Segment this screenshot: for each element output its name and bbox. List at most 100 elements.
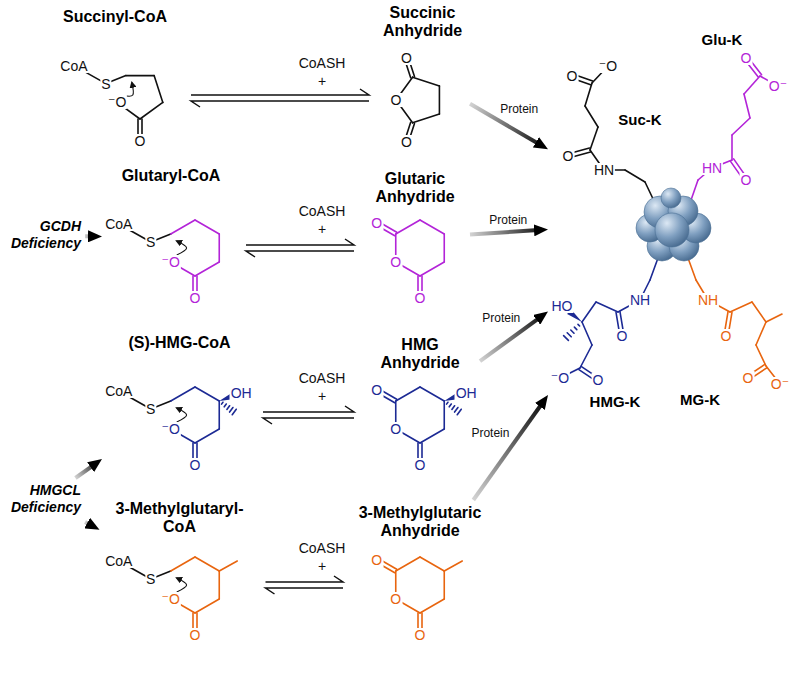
bond: [195, 557, 219, 571]
atom-label: O: [592, 373, 605, 387]
atom-label: S: [145, 402, 156, 416]
atom-label: O: [414, 628, 427, 642]
bond: [413, 114, 440, 123]
bond: [222, 402, 237, 414]
product-label: HMG-K: [590, 393, 641, 411]
reaction-arrow: [85, 234, 96, 238]
bond: [171, 557, 195, 571]
bond: [439, 86, 441, 114]
bond: [625, 170, 645, 182]
bond: [688, 258, 696, 280]
compound-name: Glutaric Anhydride: [375, 170, 454, 206]
compound-node: 3-Methylglutaryl-CoA: [100, 496, 260, 650]
compound-name: Glutaryl-CoA: [122, 167, 221, 185]
bond: [218, 571, 220, 599]
compound-name: HMG Anhydride: [380, 336, 459, 372]
atom-label: O: [134, 134, 147, 148]
atom-label: +: [317, 559, 327, 573]
compound-name: 3-Methylglutaric Anhydride: [354, 504, 486, 540]
atom-label: O: [740, 51, 753, 65]
bond: [443, 401, 445, 429]
bond: [195, 387, 219, 401]
deficiency-node: HMGCL Deficiency: [4, 478, 85, 522]
modified-protein: Suc-KGlu-KHMG-KMG-K: [548, 28, 795, 415]
edge-label: Protein: [469, 427, 511, 440]
atom-label: O: [742, 371, 755, 385]
atom-label: O: [189, 291, 202, 305]
bond: [195, 220, 219, 234]
bond: [420, 557, 444, 571]
atom-label: O: [414, 458, 427, 472]
bond: [447, 402, 462, 414]
compound-name: (S)-HMG-CoA: [128, 334, 230, 352]
atom-label: O: [720, 329, 733, 343]
bond: [420, 220, 444, 234]
bond: [756, 322, 766, 345]
bond: [580, 345, 592, 368]
atom-label: O: [189, 458, 202, 472]
atom-label: CoA: [59, 59, 88, 73]
reaction-arrow: [473, 400, 544, 500]
bond: [590, 127, 598, 150]
edge-label: Protein: [487, 214, 529, 227]
bond: [443, 234, 445, 262]
bond: [218, 234, 220, 262]
bond: [596, 302, 618, 312]
atom-label: +: [317, 74, 327, 88]
atom-label: O: [566, 69, 579, 83]
edge-label: Protein: [498, 103, 540, 116]
atom-label: CoASH: [298, 204, 347, 218]
atom-label: O: [389, 592, 402, 606]
atom-label: O: [400, 135, 413, 149]
reaction-arrow: [75, 463, 97, 478]
atom-label: O: [740, 173, 753, 187]
bond: [126, 75, 154, 77]
bond: [195, 429, 219, 443]
bond: [650, 258, 658, 280]
atom-label: O: [389, 422, 402, 436]
bond: [443, 571, 445, 599]
compound-name: Succinic Anhydride: [383, 4, 462, 40]
atom-label: +: [317, 222, 327, 236]
bond: [444, 561, 462, 571]
atom-label: HO: [551, 299, 574, 313]
compound-node: Glutaric Anhydride: [360, 166, 470, 310]
bond: [195, 262, 219, 276]
curved-arrow: [177, 241, 187, 255]
deficiency-label: GCDH Deficiency: [11, 218, 81, 252]
bond: [396, 387, 420, 401]
bond: [731, 135, 733, 160]
bond: [140, 102, 163, 119]
protein-sphere: [655, 213, 689, 247]
bond: [219, 561, 237, 571]
atom-label: CoASH: [298, 56, 347, 70]
compound-name: Succinyl-CoA: [63, 8, 167, 26]
bond: [218, 401, 220, 429]
atom-label: O: [370, 553, 383, 567]
product-label: Suc-K: [618, 111, 661, 129]
deficiency-label: HMGCL Deficiency: [11, 482, 81, 516]
atom-label: O⁻: [768, 79, 788, 93]
bond: [171, 220, 195, 234]
atom-label: CoA: [104, 554, 133, 568]
atom-label: O: [189, 628, 202, 642]
compound-node: Succinyl-CoA: [45, 4, 185, 156]
bond: [420, 599, 444, 613]
compound-node: Succinic Anhydride: [375, 0, 470, 152]
atom-label: CoASH: [298, 541, 347, 555]
bond: [564, 324, 580, 340]
bond: [420, 262, 444, 276]
protein-sphere: [661, 188, 681, 208]
curved-arrow: [123, 83, 133, 97]
bond: [766, 314, 782, 322]
curved-arrow: [177, 408, 187, 422]
atom-label: O: [562, 149, 575, 163]
edge-group: [75, 89, 544, 594]
atom-label: ⁻O: [107, 95, 127, 109]
bond: [396, 220, 420, 234]
bond: [396, 557, 420, 571]
atom-label: S: [100, 77, 111, 91]
compound-node: (S)-HMG-CoA: [102, 330, 257, 478]
bond: [154, 76, 163, 103]
